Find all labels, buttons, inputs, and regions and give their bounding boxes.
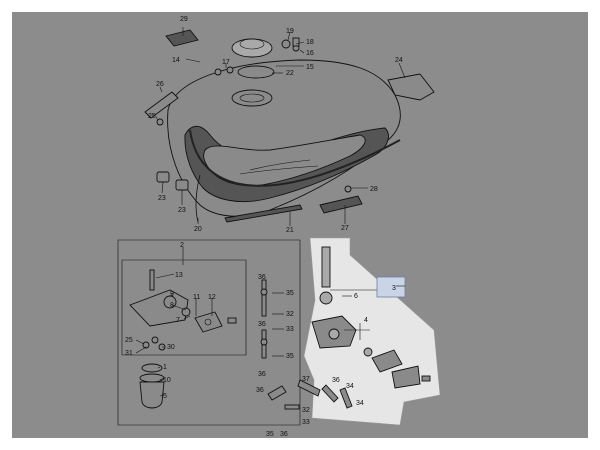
label-23-b: 23 — [178, 207, 186, 214]
label-31: 31 — [125, 350, 133, 357]
label-35-b: 35 — [286, 353, 294, 360]
bracket-26 — [144, 91, 179, 126]
label-21: 21 — [286, 227, 294, 234]
label-17: 17 — [222, 59, 230, 66]
label-35-a: 35 — [286, 290, 294, 297]
tap-assembly-group — [117, 239, 301, 426]
label-16: 16 — [306, 50, 314, 57]
label-33-b: 33 — [302, 419, 310, 426]
label-13: 13 — [175, 272, 183, 279]
seal-strip — [189, 129, 401, 187]
label-10: 10 — [163, 377, 171, 384]
emblem-27 — [319, 185, 363, 214]
fitting-18-19 — [281, 37, 300, 52]
label-36-e: 36 — [256, 387, 264, 394]
label-9: 9 — [170, 291, 174, 298]
label-18: 18 — [306, 39, 314, 46]
label-1: 1 — [163, 364, 167, 371]
part-number-labels: 29 14 19 18 16 17 22 15 24 26 25 28 23 2… — [125, 16, 403, 438]
label-22: 22 — [286, 70, 294, 77]
label-33-a: 33 — [286, 326, 294, 333]
label-37: 37 — [302, 376, 310, 383]
leader-lines — [135, 27, 406, 397]
label-35-c: 35 — [266, 431, 274, 438]
label-28: 28 — [370, 186, 378, 193]
label-4: 4 — [364, 317, 368, 324]
label-32-a: 32 — [286, 311, 294, 318]
label-3: 3 — [392, 285, 396, 292]
label-34-a: 34 — [346, 383, 354, 390]
label-2: 2 — [180, 242, 184, 249]
label-36-c: 36 — [258, 371, 266, 378]
hose-set-bottom — [267, 379, 353, 410]
label-36-f: 36 — [280, 431, 288, 438]
label-19: 19 — [286, 28, 294, 35]
label-25: 25 — [148, 113, 156, 120]
bracket-24 — [387, 73, 435, 101]
label-11: 11 — [193, 294, 200, 301]
label-6: 6 — [354, 293, 358, 300]
pad-29 — [165, 29, 199, 47]
filler-cap — [231, 38, 275, 107]
label-26: 26 — [156, 81, 164, 88]
label-box-3 — [376, 276, 406, 298]
label-23-a: 23 — [158, 195, 166, 202]
label-14: 14 — [172, 57, 180, 64]
label-12: 12 — [208, 294, 216, 301]
strip-21 — [224, 204, 303, 223]
label-5: 5 — [163, 393, 167, 400]
label-7: 7 — [176, 317, 180, 324]
hose-20 — [195, 174, 201, 223]
label-32-b: 32 — [302, 407, 310, 414]
highlighted-panel — [303, 237, 441, 426]
label-34-b: 34 — [356, 400, 364, 407]
label-8: 8 — [170, 302, 174, 309]
label-36-a: 36 — [258, 274, 266, 281]
label-15: 15 — [306, 64, 314, 71]
label-25-b: 25 — [125, 337, 133, 344]
label-36-b: 36 — [258, 321, 266, 328]
label-36-d: 36 — [332, 377, 340, 384]
label-20: 20 — [194, 226, 202, 233]
label-30: 30 — [167, 344, 175, 351]
label-27: 27 — [341, 225, 349, 232]
label-24: 24 — [395, 57, 403, 64]
label-29: 29 — [180, 16, 188, 23]
washers-17-22 — [214, 66, 234, 76]
